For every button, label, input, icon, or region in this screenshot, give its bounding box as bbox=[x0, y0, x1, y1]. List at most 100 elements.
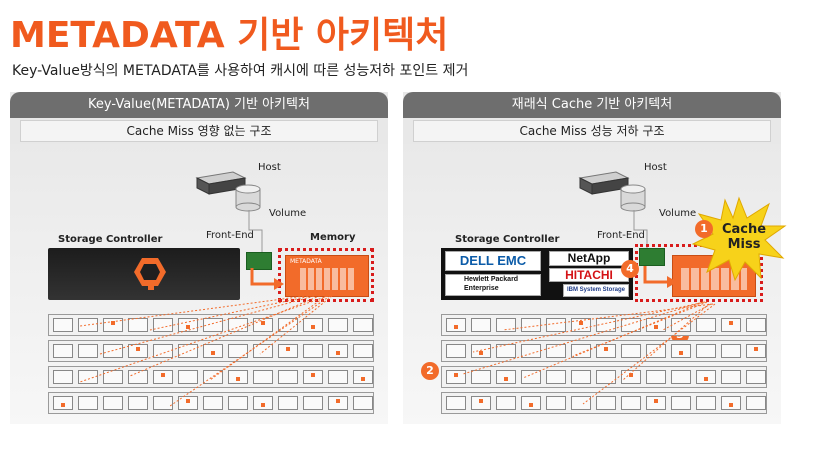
drive-slot bbox=[328, 318, 348, 332]
vendor-logo-icon bbox=[134, 258, 166, 290]
drive-slot bbox=[353, 344, 373, 358]
drive-slot bbox=[471, 318, 491, 332]
drive-slot bbox=[721, 370, 741, 384]
data-block-marker bbox=[211, 351, 215, 355]
data-block-marker bbox=[311, 373, 315, 377]
drive-slot bbox=[696, 344, 716, 358]
data-block-marker bbox=[311, 325, 315, 329]
drive-slot bbox=[78, 370, 98, 384]
lookup-arrows-icon bbox=[250, 268, 284, 290]
host-server-icon bbox=[578, 171, 630, 195]
frontend-nic-icon bbox=[639, 248, 665, 266]
data-block-marker bbox=[654, 399, 658, 403]
host-label: Host bbox=[644, 162, 667, 173]
drive-slot bbox=[646, 396, 666, 410]
data-block-marker bbox=[729, 403, 733, 407]
drive-slot bbox=[496, 318, 516, 332]
drive-slot bbox=[746, 318, 766, 332]
data-block-marker bbox=[236, 377, 240, 381]
cache-miss-label: Cache Miss bbox=[721, 222, 767, 252]
drive-slot bbox=[353, 396, 373, 410]
drive-slot bbox=[303, 370, 323, 384]
drive-slot bbox=[746, 370, 766, 384]
data-block-marker bbox=[61, 403, 65, 407]
drive-slot bbox=[546, 370, 566, 384]
data-block-marker bbox=[704, 377, 708, 381]
frontend-nic-icon bbox=[246, 252, 272, 270]
legacy-controller-chassis: DELL EMC NetApp Hewlett Packard Enterpri… bbox=[441, 248, 633, 300]
data-block-marker bbox=[654, 325, 658, 329]
data-block-marker bbox=[336, 399, 340, 403]
host-link-line bbox=[248, 210, 263, 254]
drive-slot bbox=[446, 396, 466, 410]
data-block-marker bbox=[454, 325, 458, 329]
volume-disk-icon bbox=[620, 184, 646, 212]
drive-slot bbox=[128, 344, 148, 358]
drive-slot bbox=[621, 396, 641, 410]
drive-slot bbox=[53, 344, 73, 358]
drive-slot bbox=[596, 344, 616, 358]
data-block-marker bbox=[729, 321, 733, 325]
page-subtitle: Key-Value방식의 METADATA를 사용하여 캐시에 따른 성능저하 … bbox=[12, 63, 469, 79]
drive-slot bbox=[153, 370, 173, 384]
data-block-marker bbox=[529, 403, 533, 407]
drive-slot bbox=[621, 318, 641, 332]
step-badge-1: 1 bbox=[695, 220, 713, 238]
drive-slot bbox=[78, 318, 98, 332]
volume-label: Volume bbox=[659, 208, 697, 219]
drive-slot bbox=[128, 396, 148, 410]
data-block-marker bbox=[111, 321, 115, 325]
drive-slot bbox=[671, 396, 691, 410]
vendor-hpe: Hewlett Packard Enterprise bbox=[445, 274, 541, 296]
data-block-marker bbox=[286, 347, 290, 351]
drive-slot bbox=[596, 396, 616, 410]
left-panel-title: Key-Value(METADATA) 기반 아키텍처 bbox=[10, 92, 388, 118]
drive-slot bbox=[103, 370, 123, 384]
drive-slot bbox=[78, 396, 98, 410]
drive-slot bbox=[496, 396, 516, 410]
drive-slot bbox=[696, 318, 716, 332]
drive-slot bbox=[178, 396, 198, 410]
drive-slot bbox=[103, 318, 123, 332]
right-panel-subtitle: Cache Miss 성능 저하 구조 bbox=[413, 120, 771, 142]
page-title: METADATA 기반 아키텍처 bbox=[10, 15, 449, 56]
data-block-marker bbox=[754, 347, 758, 351]
drive-slot bbox=[446, 370, 466, 384]
data-block-marker bbox=[604, 347, 608, 351]
right-panel-body: Host Volume Front-End Storage Controller… bbox=[403, 144, 787, 424]
drive-slot bbox=[521, 370, 541, 384]
drive-slot bbox=[328, 370, 348, 384]
drive-slot bbox=[596, 370, 616, 384]
drive-slot bbox=[721, 344, 741, 358]
drive-shelf bbox=[441, 392, 767, 414]
memory-box: METADATA bbox=[278, 248, 374, 302]
storage-controller-chassis bbox=[48, 248, 240, 300]
drive-shelf bbox=[48, 366, 374, 388]
data-block-marker bbox=[579, 321, 583, 325]
drive-slot bbox=[721, 318, 741, 332]
drive-slot bbox=[746, 396, 766, 410]
drive-slot bbox=[153, 344, 173, 358]
cache-grid bbox=[681, 268, 747, 290]
controller-label: Storage Controller bbox=[455, 234, 560, 245]
data-block-marker bbox=[186, 399, 190, 403]
drive-slot bbox=[253, 370, 273, 384]
vendor-hitachi: HITACHI bbox=[549, 268, 629, 282]
drive-slot bbox=[303, 396, 323, 410]
drive-slot bbox=[471, 396, 491, 410]
drive-slot bbox=[103, 396, 123, 410]
drive-slot bbox=[278, 344, 298, 358]
vendor-ibm: IBM System Storage bbox=[563, 284, 629, 297]
drive-slot bbox=[496, 344, 516, 358]
data-block-marker bbox=[361, 377, 365, 381]
drive-slot bbox=[671, 370, 691, 384]
drive-slot bbox=[571, 370, 591, 384]
left-panel-subtitle: Cache Miss 영향 없는 구조 bbox=[20, 120, 378, 142]
drive-slot bbox=[53, 370, 73, 384]
drive-slot bbox=[546, 396, 566, 410]
drive-slot bbox=[278, 396, 298, 410]
drive-slot bbox=[78, 344, 98, 358]
drive-slot bbox=[128, 318, 148, 332]
drive-slot bbox=[646, 344, 666, 358]
data-block-marker bbox=[186, 325, 190, 329]
